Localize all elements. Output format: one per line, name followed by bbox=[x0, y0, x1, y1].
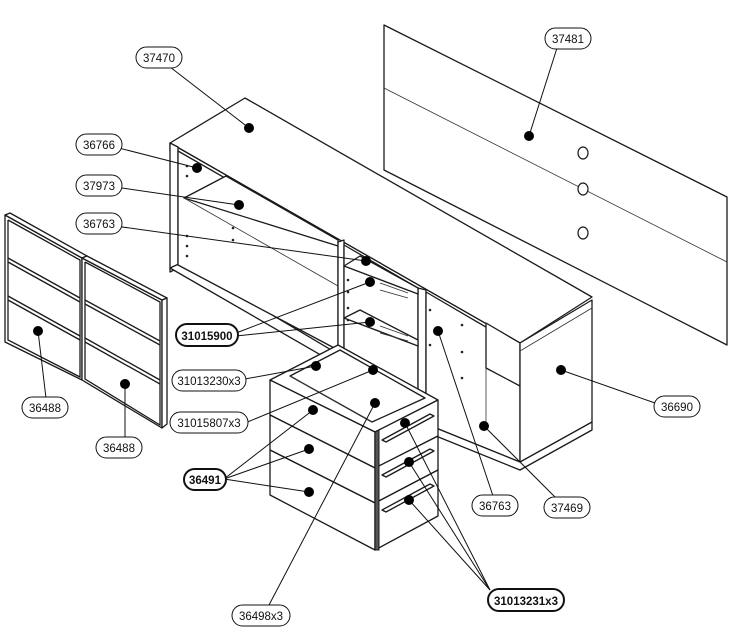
callout-label: 31013230x3 bbox=[177, 376, 240, 388]
callout-label: 37469 bbox=[551, 503, 583, 515]
leader-dots bbox=[33, 123, 566, 505]
callout-37973: 37973 bbox=[75, 174, 123, 197]
callout-label: 37470 bbox=[143, 53, 175, 65]
callout-37481: 37481 bbox=[544, 27, 592, 50]
callout-label: 37973 bbox=[83, 181, 115, 193]
callout-37469: 37469 bbox=[543, 496, 591, 519]
back-panel bbox=[383, 24, 728, 346]
callout-36690: 36690 bbox=[653, 395, 701, 418]
callout-31013230: 31013230x3 bbox=[171, 369, 247, 392]
callout-label: 36763 bbox=[479, 501, 511, 513]
callout-31015900: 31015900 bbox=[175, 323, 239, 347]
callout-36766: 36766 bbox=[75, 133, 123, 156]
callout-31013231: 31013231x3 bbox=[487, 588, 565, 612]
door-panels bbox=[4, 212, 168, 429]
callout-36763-bottom: 36763 bbox=[471, 494, 519, 517]
callout-label: 36763 bbox=[83, 219, 115, 231]
leader-lines bbox=[37, 47, 656, 606]
callout-label: 36690 bbox=[661, 402, 693, 414]
cabinet-body bbox=[169, 97, 593, 471]
callout-31015807: 31015807x3 bbox=[169, 411, 249, 434]
callout-36498: 36498x3 bbox=[231, 604, 291, 627]
callout-36491: 36491 bbox=[183, 468, 227, 491]
callout-label: 36488 bbox=[103, 443, 135, 455]
callout-label: 36498x3 bbox=[239, 611, 283, 623]
callout-36488-left: 36488 bbox=[21, 396, 69, 419]
callout-label: 31013231x3 bbox=[494, 596, 558, 608]
callout-label: 36491 bbox=[189, 475, 222, 487]
callout-label: 36488 bbox=[29, 403, 61, 415]
callout-label: 37481 bbox=[552, 34, 584, 46]
callout-36763-top: 36763 bbox=[75, 212, 123, 235]
callout-label: 31015807x3 bbox=[177, 418, 240, 430]
callout-label: 31015900 bbox=[181, 331, 232, 343]
callout-label: 36766 bbox=[83, 140, 115, 152]
callout-37470: 37470 bbox=[135, 46, 183, 69]
callout-36488-right: 36488 bbox=[95, 436, 143, 459]
